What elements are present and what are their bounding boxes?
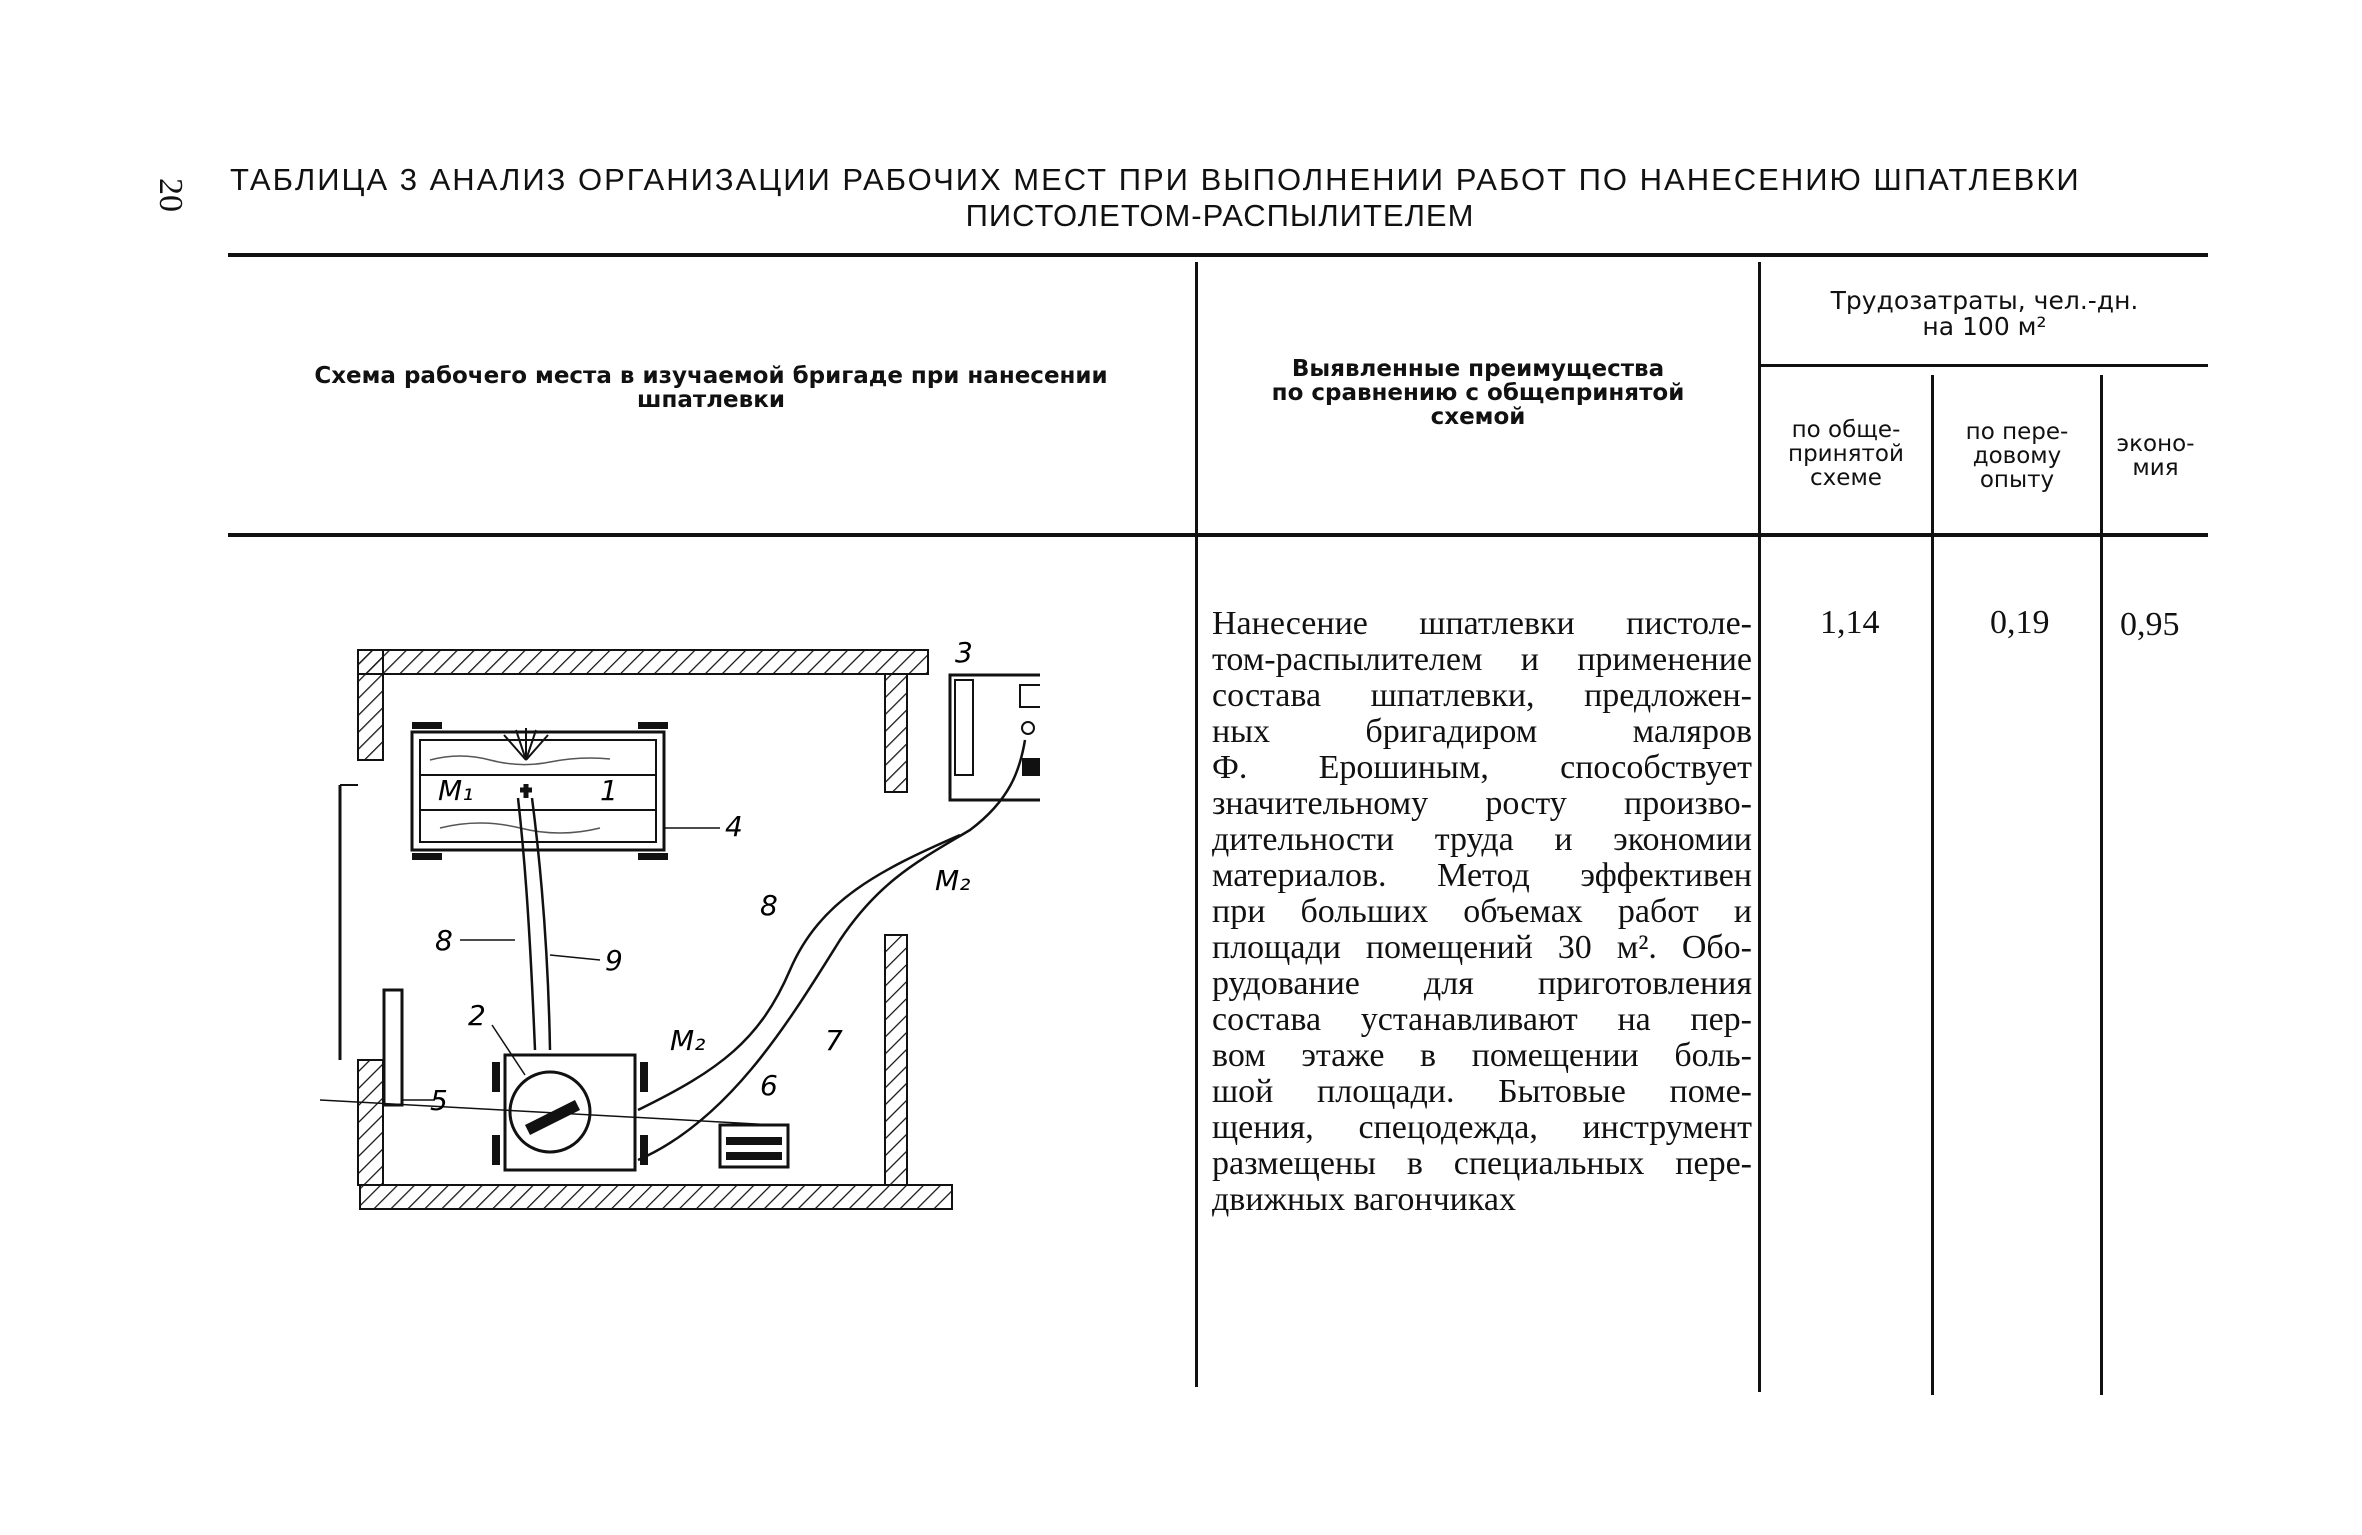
container-6 xyxy=(718,1123,790,1169)
value-economy: 0,95 xyxy=(2120,606,2180,643)
header-advantages: Выявленные преимущества по сравнению с о… xyxy=(1198,357,1758,429)
advantages-text-line: состава устанавливают на пер- xyxy=(1212,1001,1752,1038)
label-5: 5 xyxy=(430,1084,448,1117)
header-sub-advanced-line3: опыту xyxy=(1979,467,2055,493)
advantages-text-line: том-распылителем и применение xyxy=(1212,641,1752,678)
advantages-text-line: площади помещений 30 м². Обо- xyxy=(1212,929,1752,966)
value-general-scheme: 1,14 xyxy=(1820,604,1880,641)
header-advantages-line2: по сравнению с общепринятой xyxy=(1271,380,1685,406)
hose-9 xyxy=(530,797,552,1051)
header-sub-general-line2: принятой xyxy=(1788,441,1904,467)
advantages-text-line: дительности труда и экономии xyxy=(1212,821,1752,858)
header-labor: Трудозатраты, чел.-дн. на 100 м² xyxy=(1761,288,2208,340)
advantages-text-line: вом этаже в помещении боль- xyxy=(1212,1037,1752,1074)
workplace-scheme-diagram: 1 M₁ 4 3 8 9 8 M₂ 2 M₂ 7 6 5 xyxy=(320,636,1040,1210)
label-7: 7 xyxy=(825,1024,843,1057)
mixer-trolley-1 xyxy=(410,722,668,860)
advantages-text: Нанесение шпатлевки пистоле-том-распылит… xyxy=(1212,606,1752,1218)
label-3: 3 xyxy=(955,636,973,669)
header-advantages-line1: Выявленные преимущества xyxy=(1291,356,1665,382)
table-top-rule xyxy=(228,253,2208,257)
label-4: 4 xyxy=(725,810,743,843)
label-m1: M₁ xyxy=(438,774,473,807)
label-8-left: 8 xyxy=(435,924,453,957)
header-scheme-line1: Схема рабочего места в изучаемой бригаде… xyxy=(314,363,1108,389)
advantages-text-line: движных вагончиках xyxy=(1212,1181,1516,1218)
advantages-text-line: материалов. Метод эффективен xyxy=(1212,857,1752,894)
label-2: 2 xyxy=(468,999,486,1032)
spray-gun-icon xyxy=(503,728,549,798)
stand-5 xyxy=(382,988,404,1107)
advantages-text-line: размещены в специальных пере- xyxy=(1212,1145,1752,1182)
label-9: 9 xyxy=(605,944,623,977)
label-6: 6 xyxy=(760,1069,778,1102)
advantages-text-line: рудование для приготовления xyxy=(1212,965,1752,1002)
header-scheme-line2: шпатлевки xyxy=(637,387,785,413)
label-m2-right: M₂ xyxy=(935,864,970,897)
column-divider-3 xyxy=(1931,375,1934,1395)
header-sub-economy: эконо- мия xyxy=(2103,432,2208,480)
table-title-line1: ТАБЛИЦА 3 АНАЛИЗ ОРГАНИЗАЦИИ РАБОЧИХ МЕС… xyxy=(230,162,2081,197)
header-sub-general-line3: схеме xyxy=(1810,465,1882,491)
header-bottom-rule xyxy=(228,533,2208,537)
header-scheme: Схема рабочего места в изучаемой бригаде… xyxy=(228,364,1194,412)
header-sub-economy-line2: мия xyxy=(2132,455,2179,481)
hose-8 xyxy=(516,797,537,1051)
advantages-text-line: значительному росту произво- xyxy=(1212,785,1752,822)
value-advanced-practice: 0,19 xyxy=(1990,604,2050,641)
label-m2-left: M₂ xyxy=(670,1024,705,1057)
advantages-text-line: состава шпатлевки, предложен- xyxy=(1212,677,1752,714)
table-title-line2: ПИСТОЛЕТОМ-РАСПЫЛИТЕЛЕМ xyxy=(965,198,1475,233)
advantages-text-line: шой площади. Бытовые поме- xyxy=(1212,1073,1752,1110)
label-1: 1 xyxy=(600,774,618,807)
column-divider-4 xyxy=(2100,375,2103,1395)
header-advantages-line3: схемой xyxy=(1430,404,1526,430)
advantages-text-line: ных бригадиром маляров xyxy=(1212,713,1752,750)
labor-sub-rule xyxy=(1760,364,2208,367)
header-sub-advanced-line1: по пере- xyxy=(1965,419,2069,445)
preparation-station-3 xyxy=(948,673,1040,802)
column-divider-2 xyxy=(1758,262,1761,1392)
header-sub-advanced: по пере- довому опыту xyxy=(1934,420,2100,492)
advantages-text-line: Ф. Ерошиным, способствует xyxy=(1212,749,1752,786)
advantages-text-line: при больших объемах работ и xyxy=(1212,893,1752,930)
room-walls xyxy=(338,649,953,1210)
column-divider-1 xyxy=(1195,262,1198,1387)
header-sub-general-line1: по обще- xyxy=(1791,417,1901,443)
header-labor-line1: Трудозатраты, чел.-дн. xyxy=(1830,286,2139,315)
advantages-text-line: щения, спецодежда, инструмент xyxy=(1212,1109,1752,1146)
hose-7 xyxy=(637,739,1027,1162)
label-8-right: 8 xyxy=(760,889,778,922)
pump-unit-2 xyxy=(492,1053,648,1172)
hose-m2-upper xyxy=(637,833,961,1112)
header-labor-line2: на 100 м² xyxy=(1922,312,2047,341)
header-sub-economy-line1: эконо- xyxy=(2116,431,2195,457)
page-number: 20 xyxy=(152,178,189,212)
header-sub-advanced-line2: довому xyxy=(1972,443,2062,469)
header-sub-general: по обще- принятой схеме xyxy=(1761,418,1931,490)
advantages-text-line: Нанесение шпатлевки пистоле- xyxy=(1212,605,1752,642)
